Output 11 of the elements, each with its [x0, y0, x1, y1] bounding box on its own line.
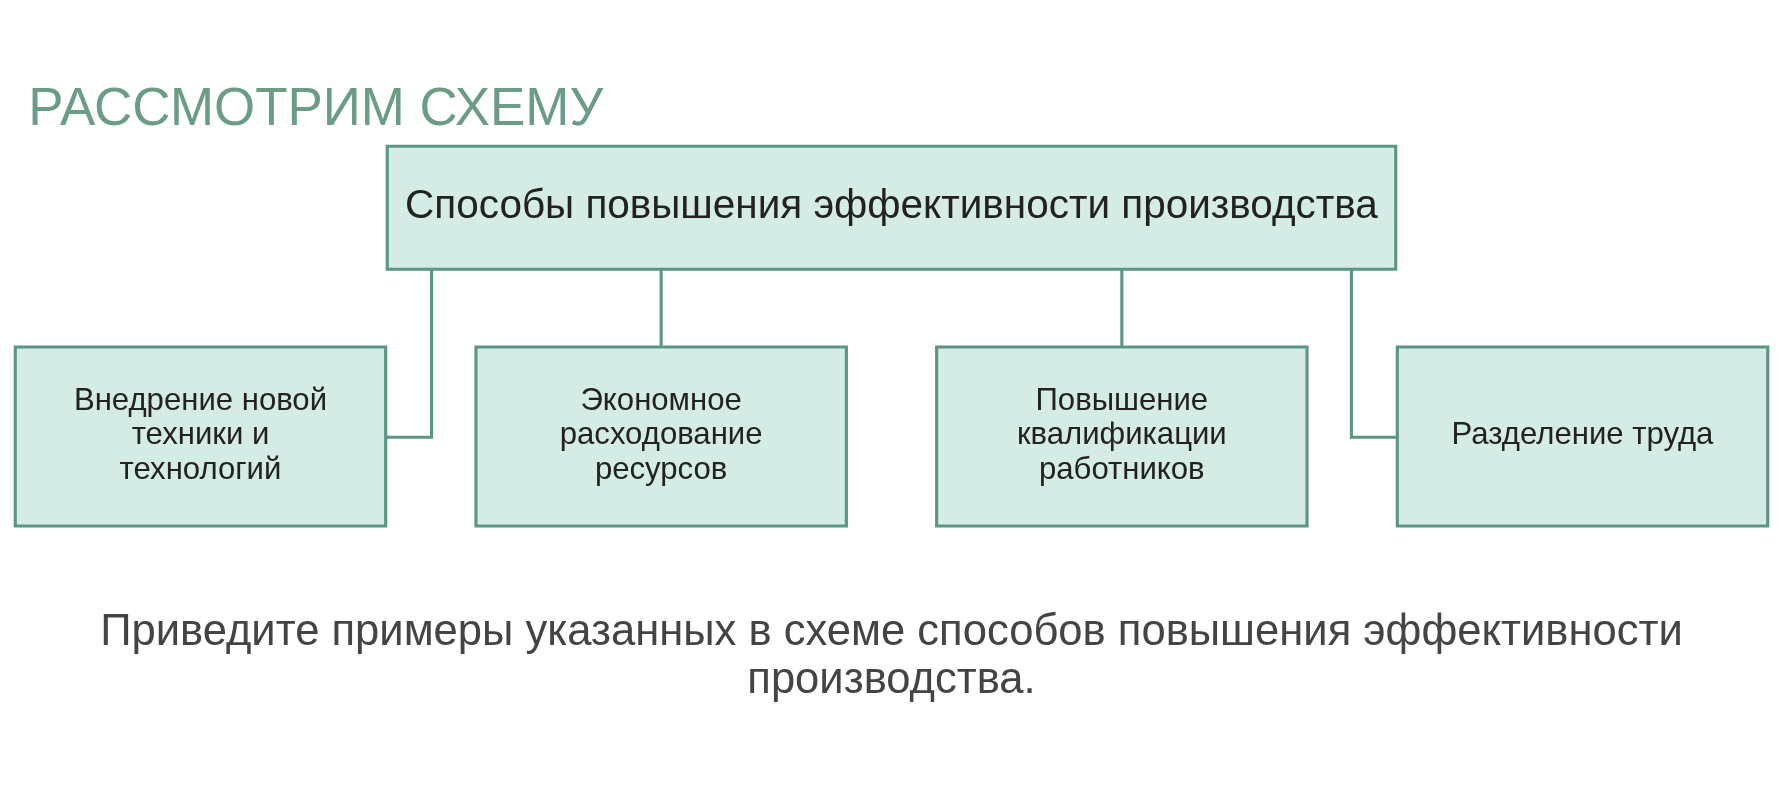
connector	[385, 268, 434, 439]
connector	[1349, 268, 1398, 439]
node-box: Внедрение новой техники и технологий	[13, 344, 388, 528]
connector	[1120, 269, 1124, 347]
caption: Приведите примеры указанных в схеме способов повышения эффективности производства.	[100, 605, 1683, 702]
node-box: Экономное расходование ресурсов	[474, 344, 848, 528]
node-box: Разделение труда	[1395, 344, 1770, 528]
node-box: Способы повышения эффективности производства	[385, 144, 1398, 271]
node-box: Повышение квалификации работников	[935, 344, 1309, 528]
connector	[659, 269, 663, 347]
diagram-title: РАССМОТРИМ СХЕМУ	[28, 76, 604, 136]
